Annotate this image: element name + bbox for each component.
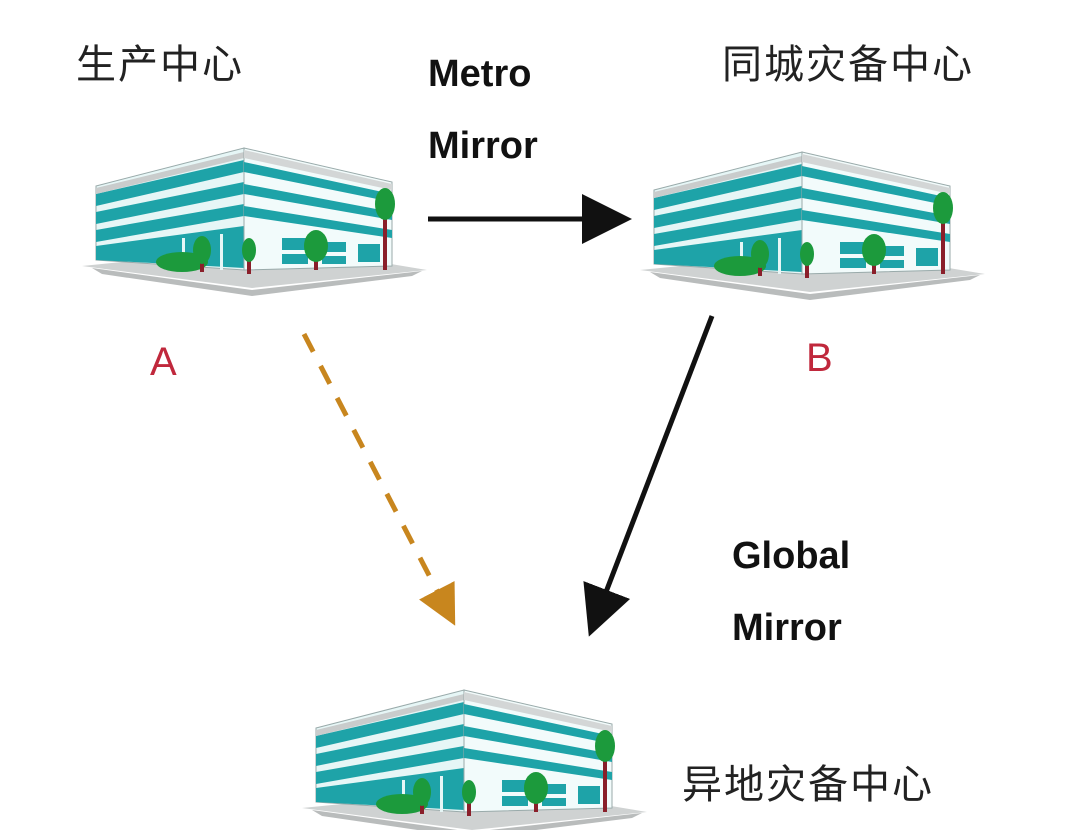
global-mirror-label: Global Mirror [732, 520, 850, 664]
site-a-letter: A [150, 340, 177, 384]
site-b-letter: B [806, 336, 833, 380]
async-dashed-arrow-icon [301, 332, 456, 626]
site-b-label: 同城灾备中心 [722, 42, 974, 88]
global-mirror-label-line1: Global [732, 535, 851, 577]
metro-mirror-label-line1: Metro [428, 53, 532, 95]
global-mirror-arrow-icon [583, 315, 715, 637]
metro-mirror-label: Metro Mirror [428, 38, 538, 182]
global-mirror-label-line2: Mirror [732, 607, 842, 649]
metro-mirror-label-line2: Mirror [428, 125, 538, 167]
site-a-label: 生产中心 [76, 42, 244, 88]
site-c-label: 异地灾备中心 [682, 762, 934, 808]
